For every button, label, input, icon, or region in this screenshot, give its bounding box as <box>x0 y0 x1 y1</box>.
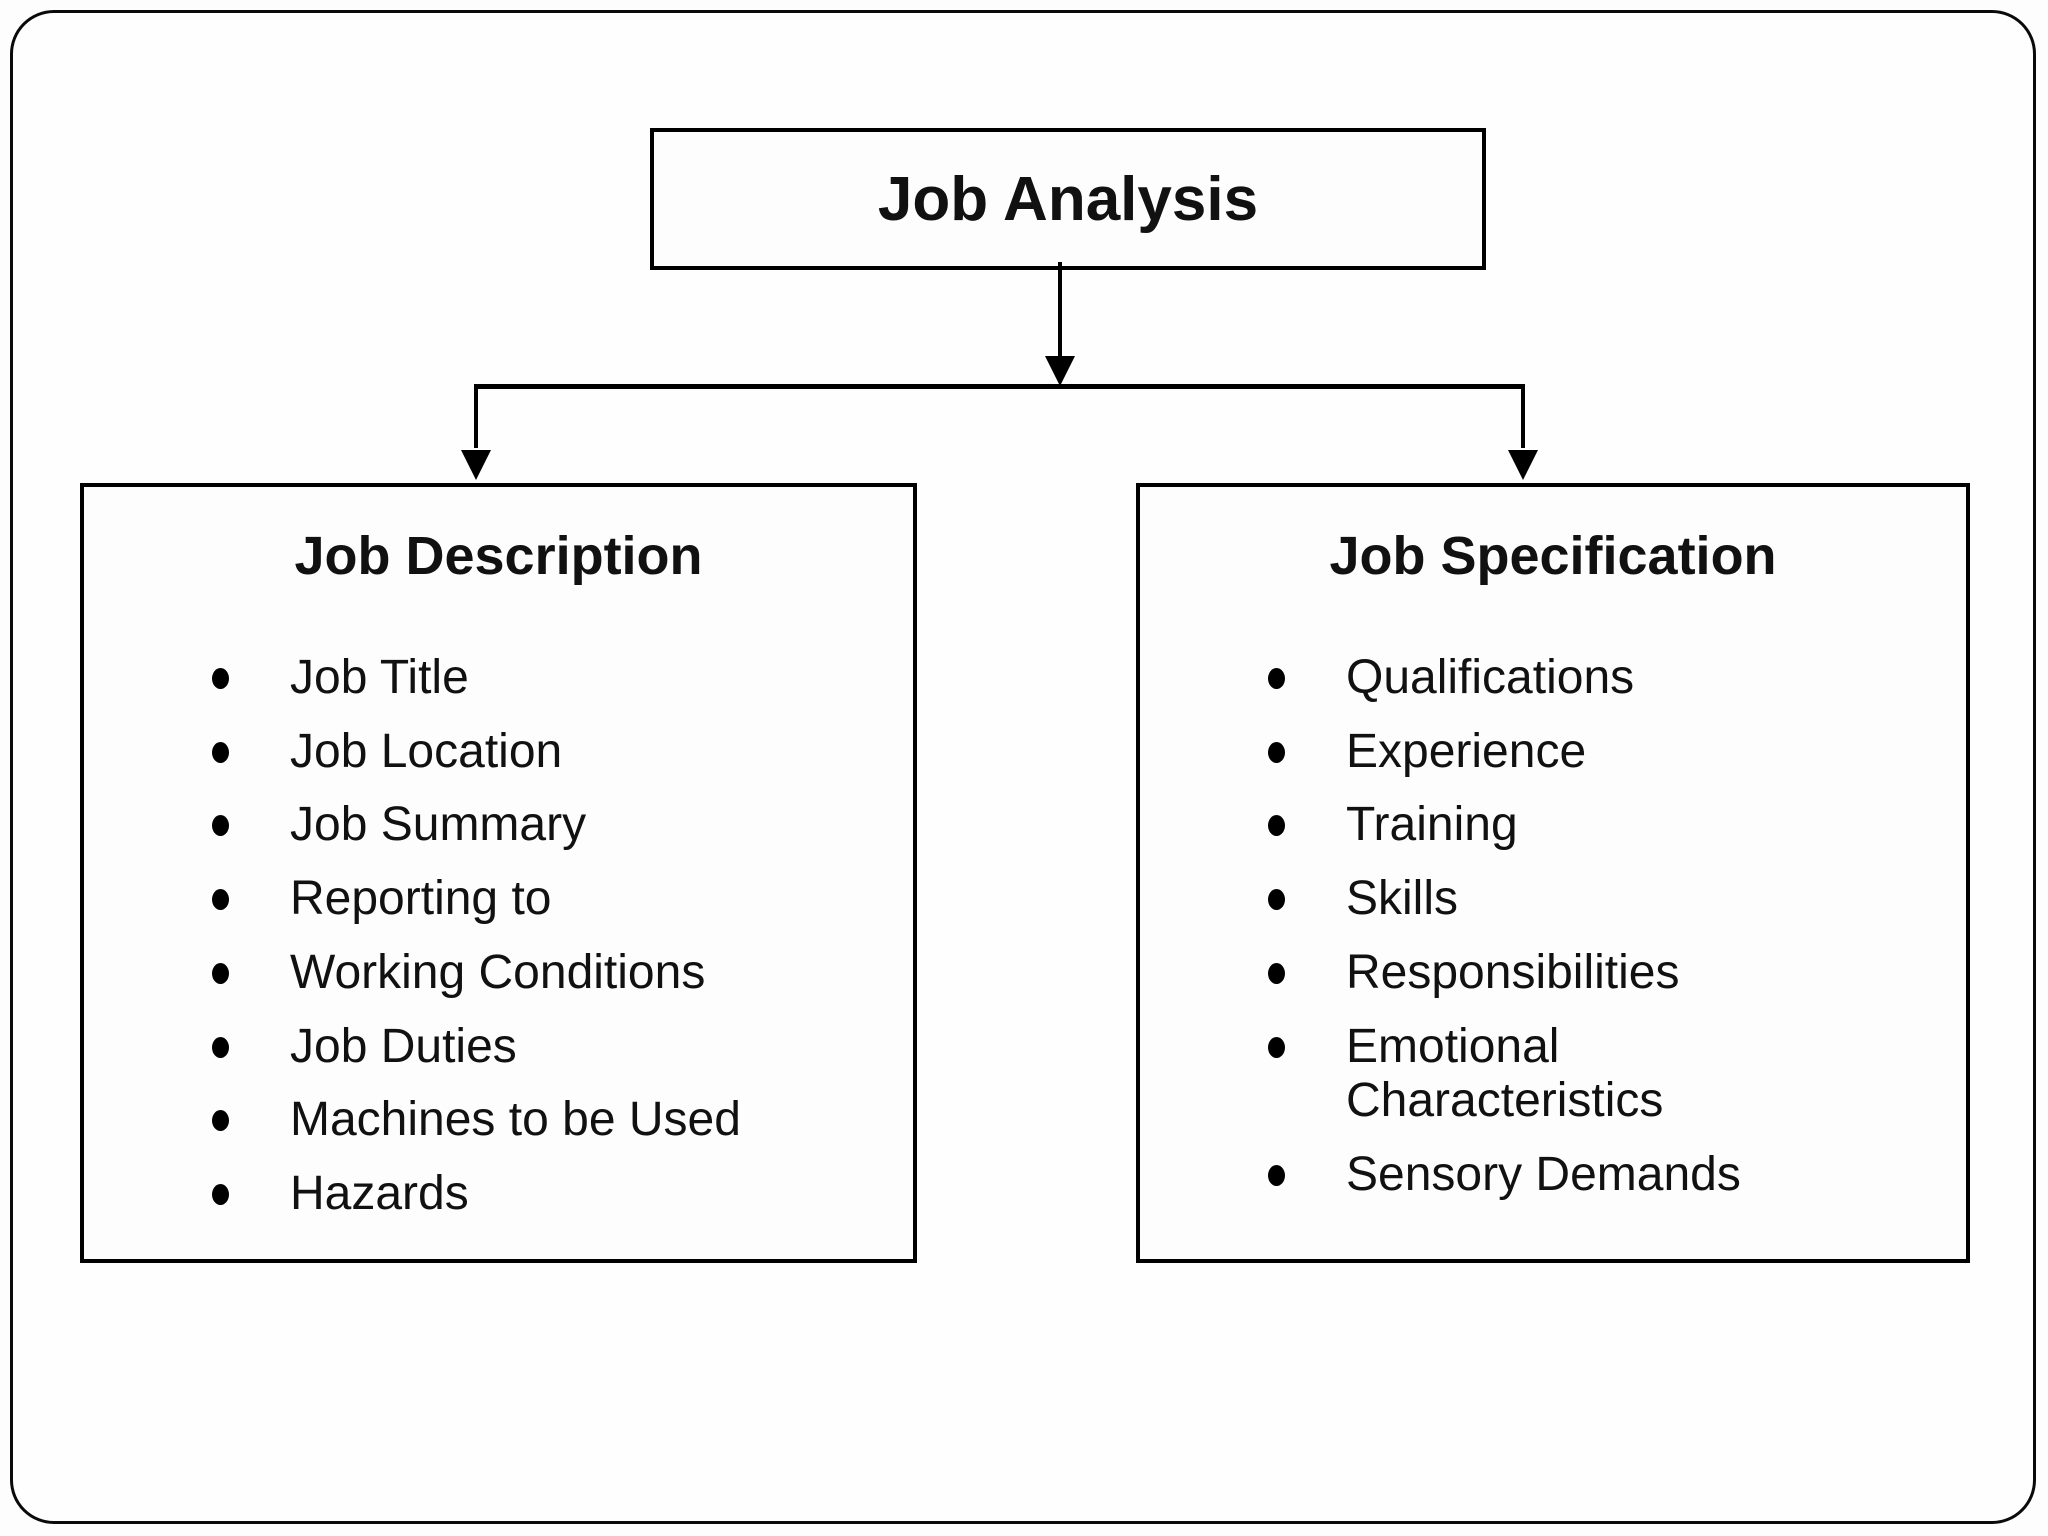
bullet-icon <box>212 1036 229 1058</box>
bullet-icon <box>212 741 229 763</box>
list-item: Qualifications <box>1268 651 1966 706</box>
bullet-icon <box>212 1184 229 1206</box>
bullet-icon <box>212 889 229 911</box>
list-item: Skills <box>1268 872 1966 927</box>
root-node-label: Job Analysis <box>877 164 1259 234</box>
job-specification-list: Qualifications Experience Training Skill… <box>1140 651 1966 1203</box>
list-item: Sensory Demands <box>1268 1148 1966 1203</box>
list-item-label: Reporting to <box>290 872 552 926</box>
list-item: Hazards <box>212 1167 913 1222</box>
list-item-label: Qualifications <box>1346 651 1635 704</box>
list-item-label: Experience <box>1346 724 1587 778</box>
list-item: Training <box>1268 798 1966 853</box>
list-item-label: Machines to be Used <box>290 1093 741 1147</box>
panel-job-description: Job Description Job Title Job Location J… <box>80 483 917 1263</box>
list-item-label: Responsibilities <box>1346 945 1680 999</box>
list-item: Machines to be Used <box>212 1093 913 1148</box>
arrow-down-icon <box>1045 356 1075 386</box>
list-item: Job Duties <box>212 1020 913 1075</box>
root-node-job-analysis: Job Analysis <box>650 128 1486 270</box>
list-item-label: Skills <box>1346 872 1459 926</box>
list-item-label: Hazards <box>290 1167 469 1221</box>
list-item: Emotional Characteristics <box>1268 1020 1966 1129</box>
list-item-label: Sensory Demands <box>1346 1148 1741 1202</box>
bullet-icon <box>1268 668 1285 689</box>
bullet-icon <box>212 668 229 689</box>
connector-line <box>1058 262 1062 358</box>
bullet-icon <box>1268 815 1285 837</box>
bullet-icon <box>212 962 229 984</box>
list-item: Experience <box>1268 725 1966 780</box>
bullet-icon <box>212 815 229 837</box>
connector-line <box>474 384 1525 389</box>
list-item-label: Emotional Characteristics <box>1346 1019 1664 1128</box>
bullet-icon <box>1268 962 1285 984</box>
panel-title: Job Specification <box>1329 526 1777 586</box>
arrow-down-icon <box>461 450 491 480</box>
list-item-label: Training <box>1346 798 1518 852</box>
list-item: Job Summary <box>212 798 913 853</box>
bullet-icon <box>1268 1036 1285 1058</box>
list-item: Responsibilities <box>1268 946 1966 1001</box>
bullet-icon <box>212 1110 229 1132</box>
list-item-label: Job Summary <box>290 798 587 852</box>
bullet-icon <box>1268 741 1285 763</box>
connector-line <box>1521 388 1525 448</box>
list-item: Job Location <box>212 725 913 780</box>
list-item-label: Job Location <box>290 724 563 778</box>
list-item: Working Conditions <box>212 946 913 1001</box>
arrow-down-icon <box>1508 450 1538 480</box>
panel-job-specification: Job Specification Qualifications Experie… <box>1136 483 1970 1263</box>
list-item-label: Job Duties <box>290 1019 517 1073</box>
panel-title: Job Description <box>294 526 703 586</box>
list-item-label: Job Title <box>290 651 469 704</box>
list-item-label: Working Conditions <box>290 945 706 999</box>
list-item: Job Title <box>212 651 913 706</box>
bullet-icon <box>1268 889 1285 911</box>
job-description-list: Job Title Job Location Job Summary Repor… <box>84 651 913 1222</box>
list-item: Reporting to <box>212 872 913 927</box>
bullet-icon <box>1268 1165 1285 1187</box>
connector-line <box>474 388 478 448</box>
